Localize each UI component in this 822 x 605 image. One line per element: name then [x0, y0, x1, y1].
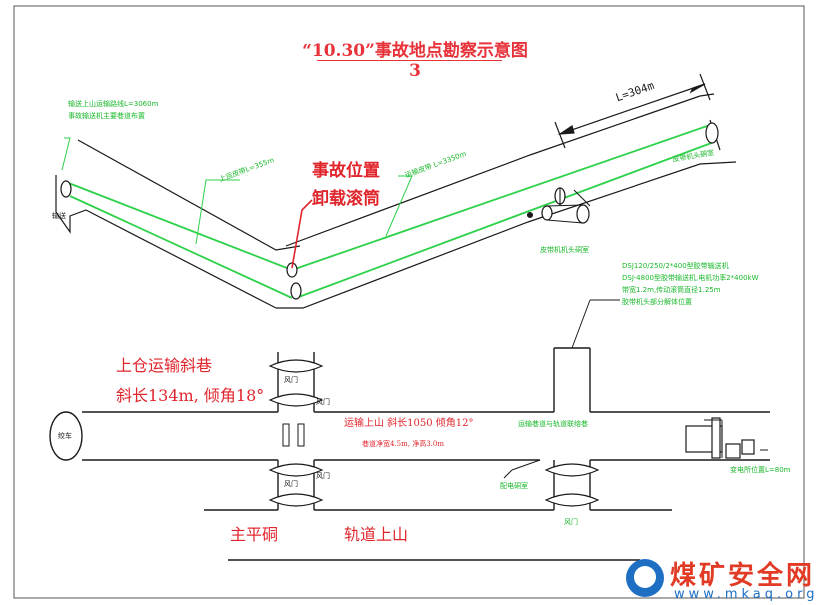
- title-underline: [317, 60, 502, 61]
- right-spec-1: DSJ120/250/2*400型胶带输送机: [622, 262, 729, 270]
- leader-lines: [61, 137, 413, 245]
- page-frame: [13, 5, 805, 599]
- upper-roadway: [55, 93, 737, 309]
- right-door-label: 风门: [564, 518, 578, 526]
- right-spec-4: 胶带机头部分解体位置: [622, 298, 692, 306]
- center-label-1: 运输上山 斜长1050 倾角12°: [344, 418, 474, 429]
- lower-plan: [49, 347, 770, 561]
- left-label-2: 斜长134m, 倾角18°: [116, 386, 265, 405]
- lower-leaders: [503, 299, 620, 479]
- door-small-2: 风门: [316, 472, 330, 480]
- bottom-center-label: 轨道上山: [344, 525, 409, 544]
- rollers: [60, 122, 719, 300]
- doors: [268, 359, 600, 507]
- right-spec-3: 带宽1.2m,传动滚筒直径1.25m: [622, 286, 721, 294]
- circle-label: 绞车: [58, 432, 72, 440]
- diagram-title: “10.30”事故地点勘察示意图 3: [302, 41, 528, 81]
- note-left-small: 输送: [52, 212, 66, 220]
- door-small-1: 风门: [316, 398, 330, 406]
- watermark-logo: 煤矿安全网 www.mkaq.org: [622, 553, 818, 603]
- dimension-arrow: [554, 73, 711, 149]
- accident-position-label: 事故位置: [312, 161, 380, 181]
- right-equipment: [685, 417, 755, 459]
- helmet-logo-icon: [626, 559, 664, 597]
- left-label-1: 上仓运输斜巷: [116, 356, 213, 375]
- door-label-upper: 风门: [284, 376, 298, 384]
- watermark-url: www.mkaq.org: [674, 587, 819, 602]
- door-label-lower: 风门: [284, 480, 298, 488]
- small-rects: [282, 423, 305, 447]
- roller-casings: [526, 188, 591, 224]
- conveyor-belts: [65, 124, 715, 299]
- note-topleft-2: 事故输送机主要巷道布置: [68, 112, 145, 120]
- right-mid-label: 运输巷道与轨道联络巷: [518, 420, 588, 428]
- accident-leader: [291, 199, 313, 269]
- right-bottom-label: 配电硐室: [500, 482, 528, 490]
- far-right-label: 变电所位置L=80m: [730, 466, 791, 474]
- right-equipment-lines: [704, 419, 768, 458]
- center-label-2: 巷道净宽4.5m, 净高3.0m: [362, 440, 444, 448]
- bottom-left-label: 主平硐: [230, 525, 279, 544]
- unloading-drum-label: 卸载滚筒: [312, 189, 380, 209]
- watermark-name: 煤矿安全网: [670, 561, 816, 591]
- note-below-rollers: 皮带机机头硐室: [540, 246, 589, 254]
- note-topleft-1: 输送上山运输路线L=3060m: [68, 100, 159, 108]
- right-spec-2: DSJ-4800型胶带输送机,电机功率2*400kW: [622, 274, 759, 282]
